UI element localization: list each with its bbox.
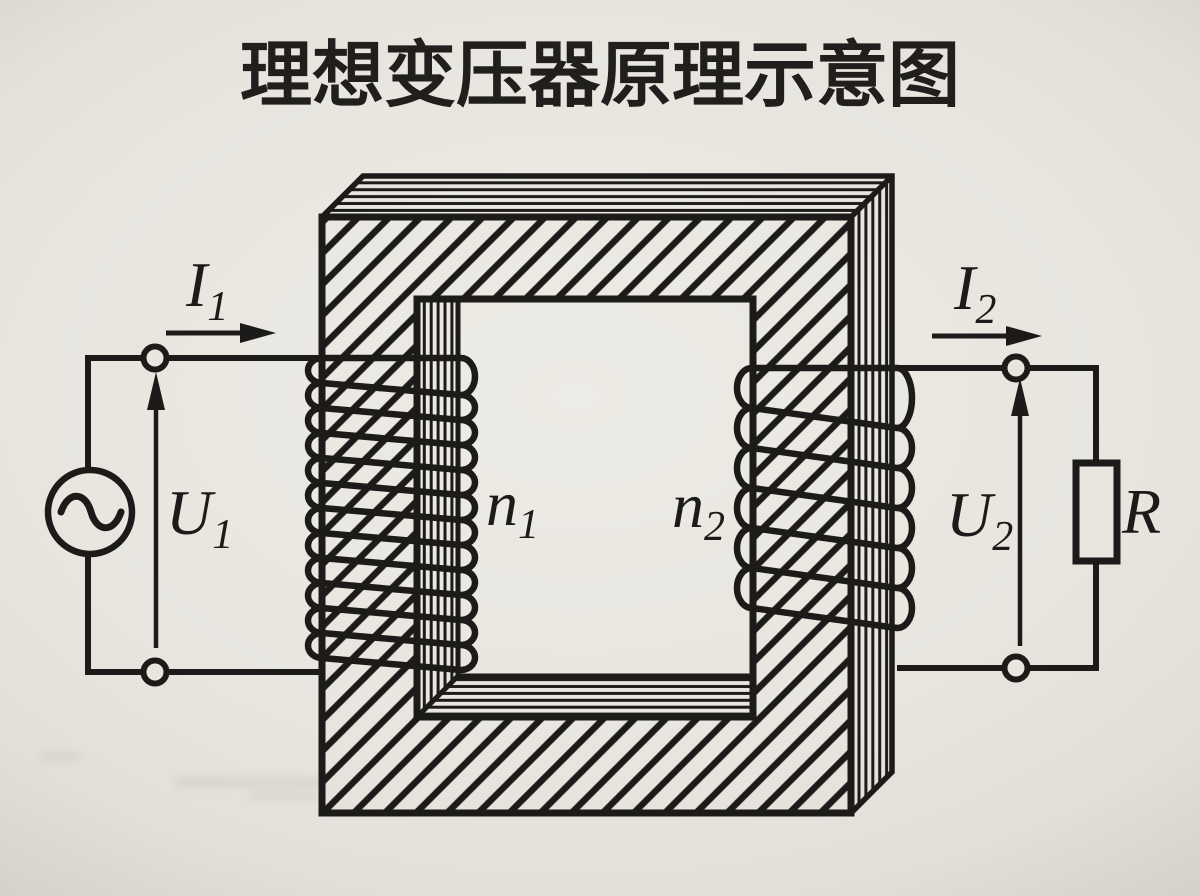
- primary-winding: [304, 354, 479, 674]
- secondary-winding: [733, 364, 916, 632]
- core-window-outline: [413, 295, 757, 721]
- core-window-back-edges: [415, 299, 753, 719]
- terminal-node-primary-top: [140, 343, 170, 373]
- resistor-box: [1072, 459, 1121, 565]
- ac-source-icon: [44, 466, 136, 558]
- label-n1: n1: [486, 468, 539, 548]
- label-r: R: [1121, 476, 1161, 547]
- primary-wires: [85, 355, 322, 675]
- secondary-wires: [897, 365, 1099, 671]
- secondary-circuit: [897, 326, 1121, 683]
- i2-current-arrow: [932, 326, 1042, 346]
- transformer-core: [318, 173, 895, 817]
- label-n2: n2: [672, 470, 725, 550]
- page-title: 理想变压器原理示意图: [240, 36, 960, 116]
- primary-circuit: [44, 323, 322, 687]
- label-u2: U2: [946, 479, 1013, 560]
- u1-voltage-arrow: [147, 372, 165, 648]
- paper-bleedthrough-smudge: [40, 752, 325, 800]
- terminal-node-secondary-bottom: [1001, 653, 1031, 683]
- core-window-left-wall: [417, 299, 458, 717]
- label-i1: I1: [185, 249, 228, 330]
- terminal-node-secondary-top: [1001, 353, 1031, 383]
- core-window-bottom-wall: [417, 676, 753, 717]
- core-back-edges: [320, 173, 895, 815]
- label-u1: U1: [166, 477, 233, 558]
- coil-wire: [733, 364, 916, 632]
- core-right-face: [851, 176, 892, 813]
- coil-wire: [304, 354, 479, 674]
- terminal-node-primary-bottom: [140, 657, 170, 687]
- core-front-outline: [318, 213, 855, 817]
- core-top-face: [322, 176, 892, 217]
- label-i2: I2: [953, 252, 996, 333]
- u2-voltage-arrow: [1011, 378, 1029, 646]
- i1-current-arrow: [166, 323, 276, 343]
- core-front-face: [322, 217, 851, 813]
